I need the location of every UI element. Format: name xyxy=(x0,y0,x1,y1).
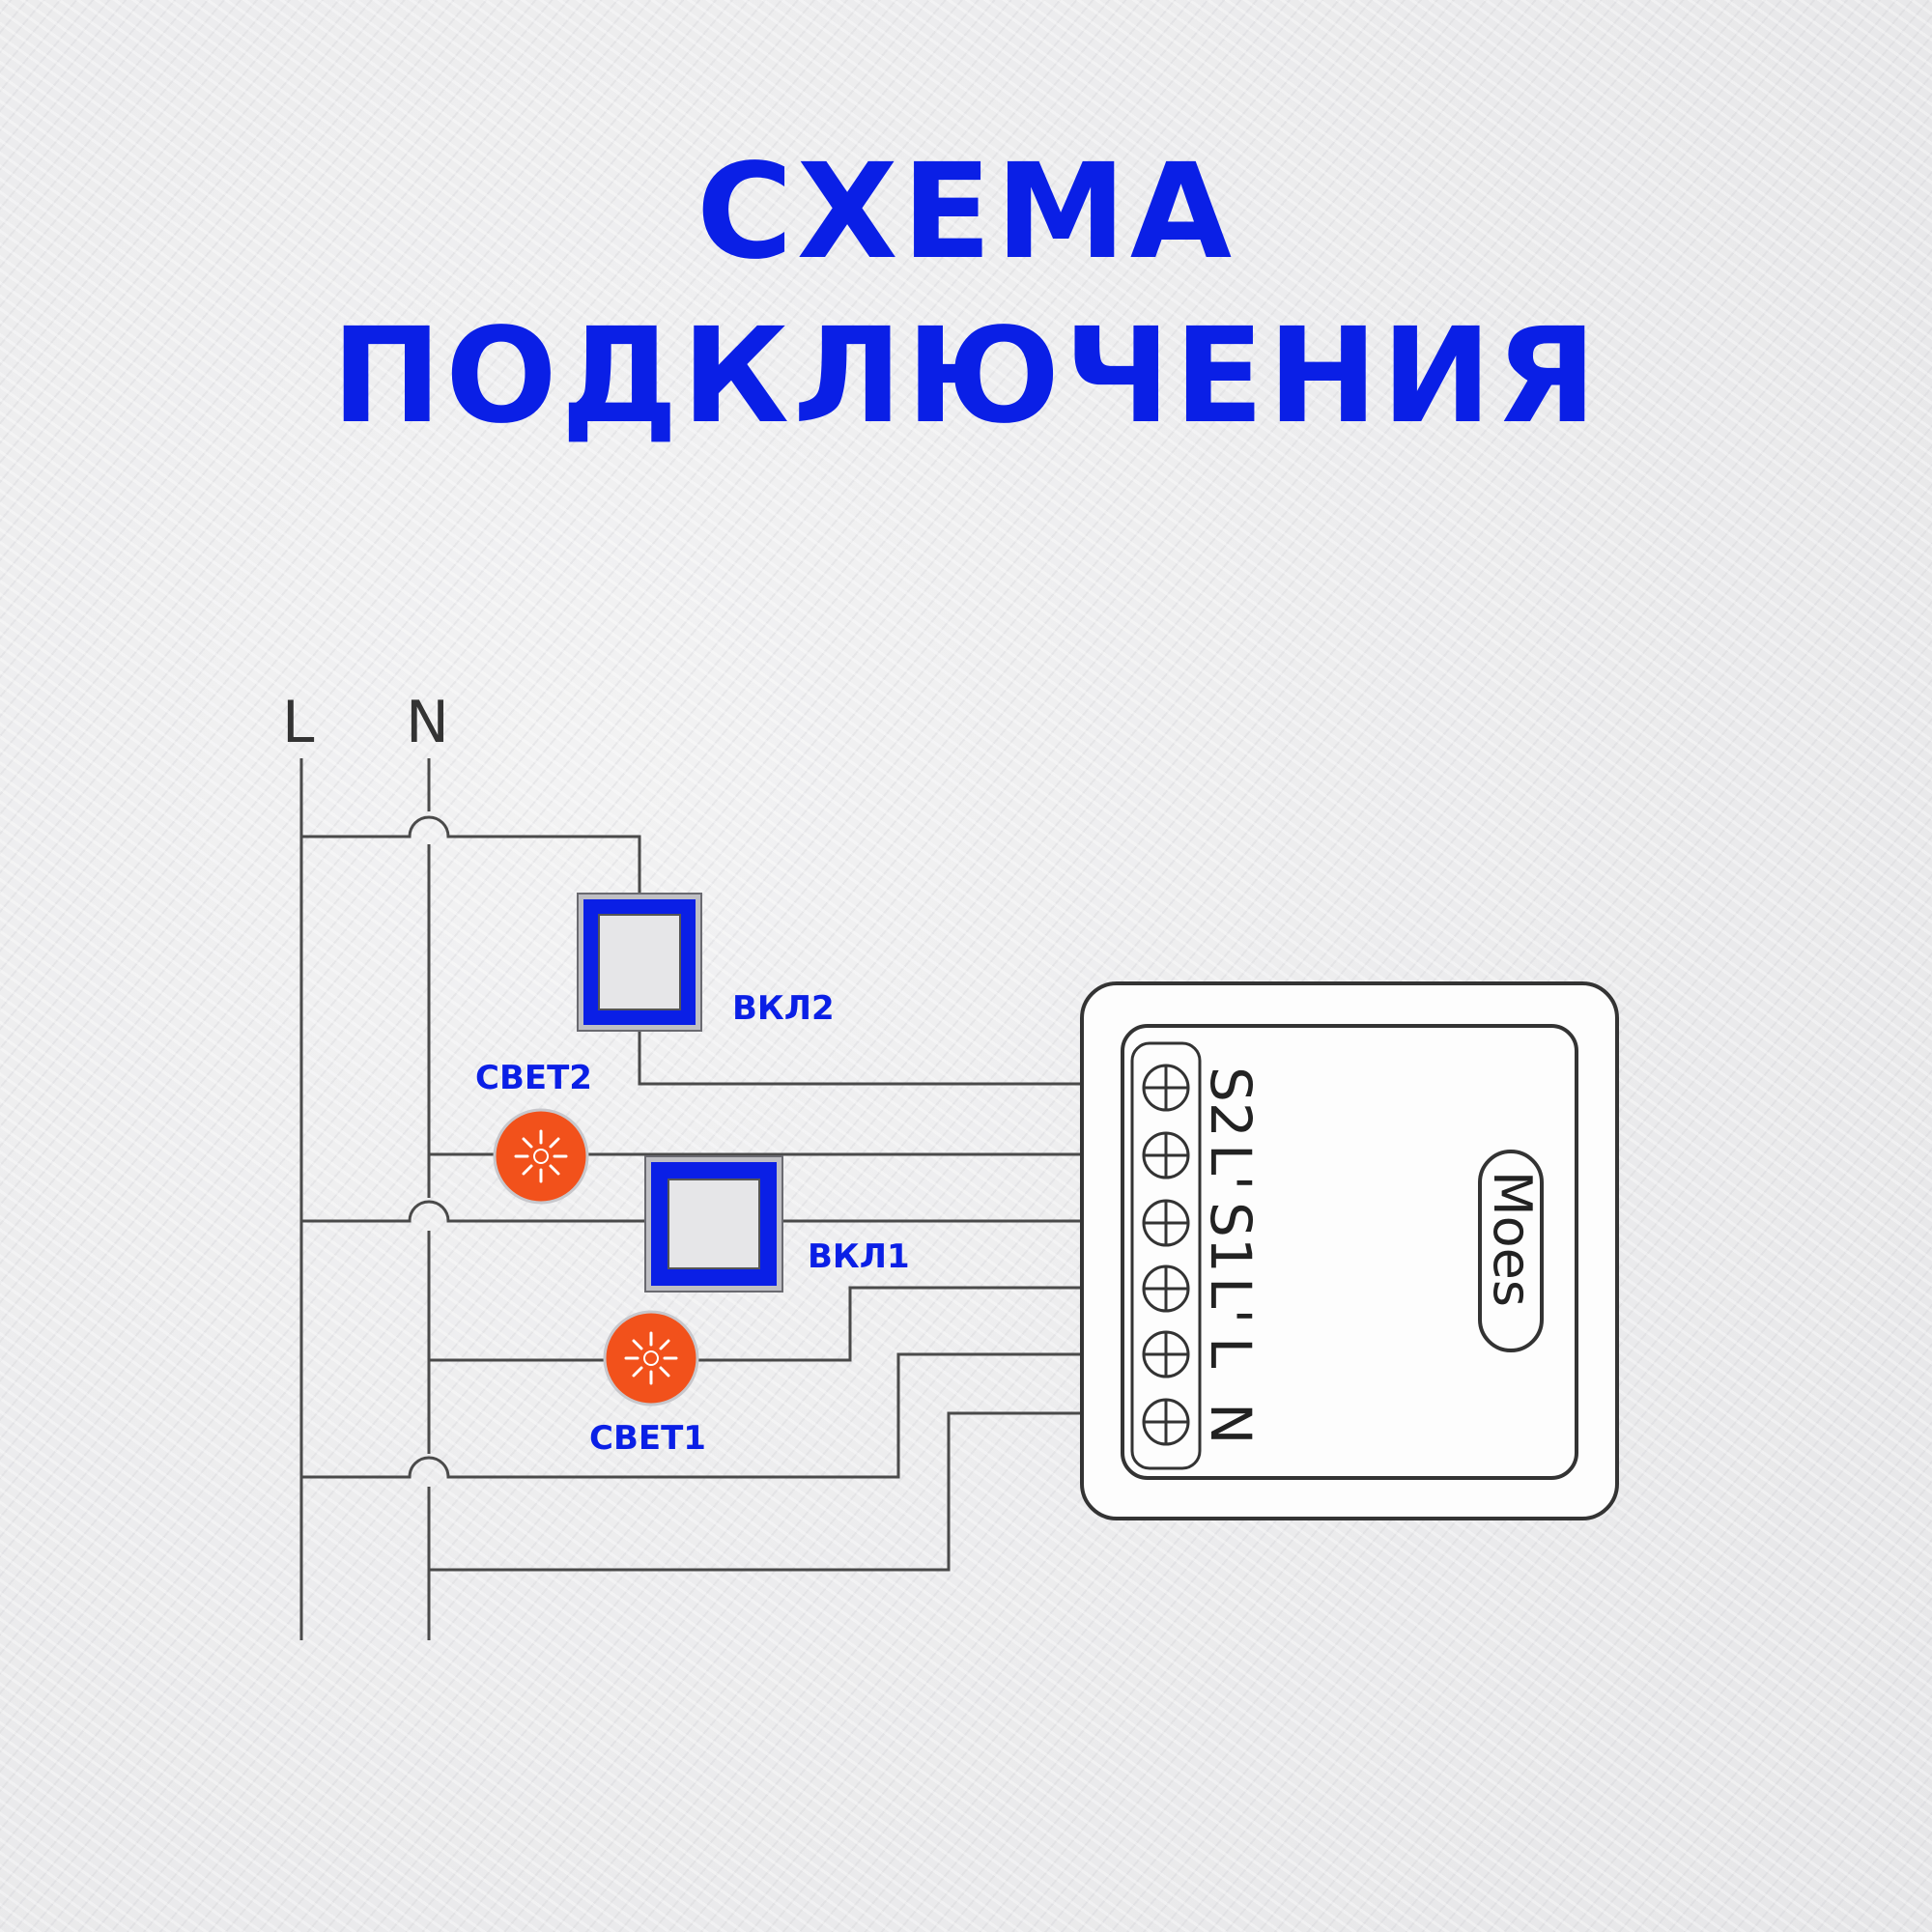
terminal-label-n: N xyxy=(1198,1403,1264,1444)
switch2-label: ВКЛ2 xyxy=(732,989,835,1028)
switch1-icon xyxy=(644,1155,783,1293)
terminal-label-l1prime: L' xyxy=(1198,1277,1264,1323)
lamp2-icon xyxy=(493,1108,589,1205)
lamp1-label: СВЕТ1 xyxy=(589,1419,706,1458)
terminal-label-s2: S2 xyxy=(1198,1066,1264,1138)
terminal-label-l2prime: L' xyxy=(1198,1144,1264,1190)
wire-l-to-switch1 xyxy=(301,1200,652,1223)
lamp2-label: СВЕТ2 xyxy=(475,1059,592,1097)
wire-switch2-to-s2 xyxy=(638,1028,1084,1086)
line-bus-label: L xyxy=(282,689,315,756)
wire-l-to-module-l xyxy=(301,1352,1084,1479)
wire-lamp1-to-l1prime xyxy=(694,1286,1084,1362)
title-line-2: ПОДКЛЮЧЕНИЯ xyxy=(331,300,1601,453)
switch2-icon xyxy=(577,893,702,1032)
switch1-label: ВКЛ1 xyxy=(808,1237,910,1276)
wire-n-to-module-n xyxy=(429,1411,1084,1572)
brand-logo: Moes xyxy=(1482,1171,1543,1307)
title-line-1: СХЕМА xyxy=(696,136,1236,289)
wire-l-to-switch2 xyxy=(301,815,641,896)
lamp1-icon xyxy=(603,1310,699,1406)
terminal-label-l: L xyxy=(1198,1337,1264,1368)
terminal-label-s1: S1 xyxy=(1198,1202,1264,1273)
wires xyxy=(299,758,1084,1640)
relay-module: S2 L' S1 L' L N Moes xyxy=(1080,981,1619,1520)
neutral-bus-label: N xyxy=(406,689,449,756)
brand-logo-frame xyxy=(1478,1150,1544,1352)
